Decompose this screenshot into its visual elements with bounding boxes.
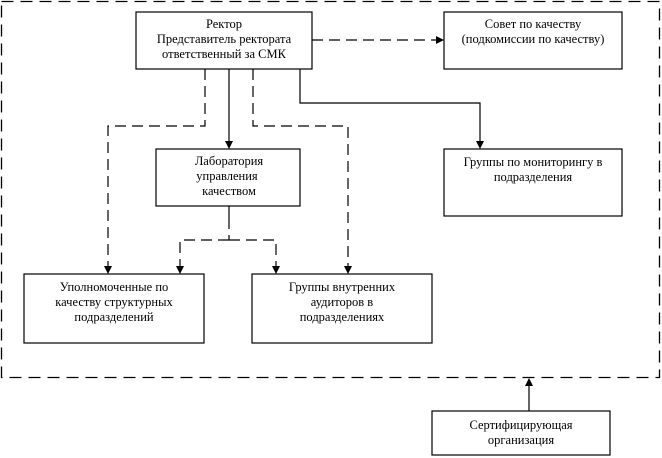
node-quality-representatives: Уполномоченные по качеству структурных п…	[23, 273, 205, 344]
node-internal-auditors-line-1: Группы внутренних	[289, 280, 396, 294]
arrowhead-auditors-b	[272, 266, 280, 274]
arrowhead-representatives-b	[176, 266, 184, 274]
node-quality-representatives-line-2: качеству структурных	[55, 295, 173, 309]
node-quality-lab-line-3: качеством	[202, 184, 256, 198]
node-monitoring-groups-line-1: Группы по мониторингу в	[464, 155, 603, 169]
arrowhead-lab	[225, 141, 233, 149]
node-rector-line-1: Ректор	[206, 17, 242, 31]
node-monitoring-groups: Группы по мониторингу в подразделения	[443, 148, 623, 217]
node-rector-line-3: ответственный за СМК	[162, 47, 287, 61]
arrowhead-council	[436, 36, 444, 44]
node-internal-auditors-line-2: аудиторов в	[311, 295, 374, 309]
arrowhead-auditors-a	[344, 266, 352, 274]
node-internal-auditors: Группы внутренних аудиторов в подразделе…	[251, 273, 433, 344]
node-quality-lab: Лаборатория управления качеством	[155, 148, 301, 207]
edge-rector-to-representatives	[107, 69, 206, 268]
node-quality-lab-line-1: Лаборатория	[195, 154, 264, 168]
node-internal-auditors-line-3: подразделениях	[300, 310, 385, 324]
node-rector: Ректор Представитель ректората ответстве…	[135, 11, 313, 70]
node-rector-line-2: Представитель ректората	[157, 32, 292, 46]
node-quality-council: Совет по качеству (подкомиссии по качест…	[443, 11, 623, 70]
arrowhead-monitoring	[476, 141, 484, 149]
node-certifying-org-line-1: Сертифицирующая	[469, 418, 572, 432]
node-certifying-org: Сертифицирующая организация	[431, 410, 611, 456]
node-quality-lab-line-2: управления	[196, 169, 258, 183]
qms-boundary-frame	[0, 0, 661, 379]
node-quality-representatives-line-1: Уполномоченные по	[60, 280, 169, 294]
arrowhead-representatives-a	[104, 266, 112, 274]
edge-rector-to-monitoring	[299, 69, 481, 143]
edge-rector-to-auditors	[252, 69, 349, 268]
edge-lab-branches	[179, 218, 277, 268]
node-quality-representatives-line-3: подразделений	[74, 310, 154, 324]
node-quality-council-line-2: (подкомиссии по качеству)	[462, 32, 605, 46]
node-monitoring-groups-line-2: подразделения	[494, 170, 573, 184]
arrowhead-frame	[525, 378, 533, 386]
node-certifying-org-line-2: организация	[488, 433, 554, 447]
node-quality-council-line-1: Совет по качеству	[485, 17, 582, 31]
